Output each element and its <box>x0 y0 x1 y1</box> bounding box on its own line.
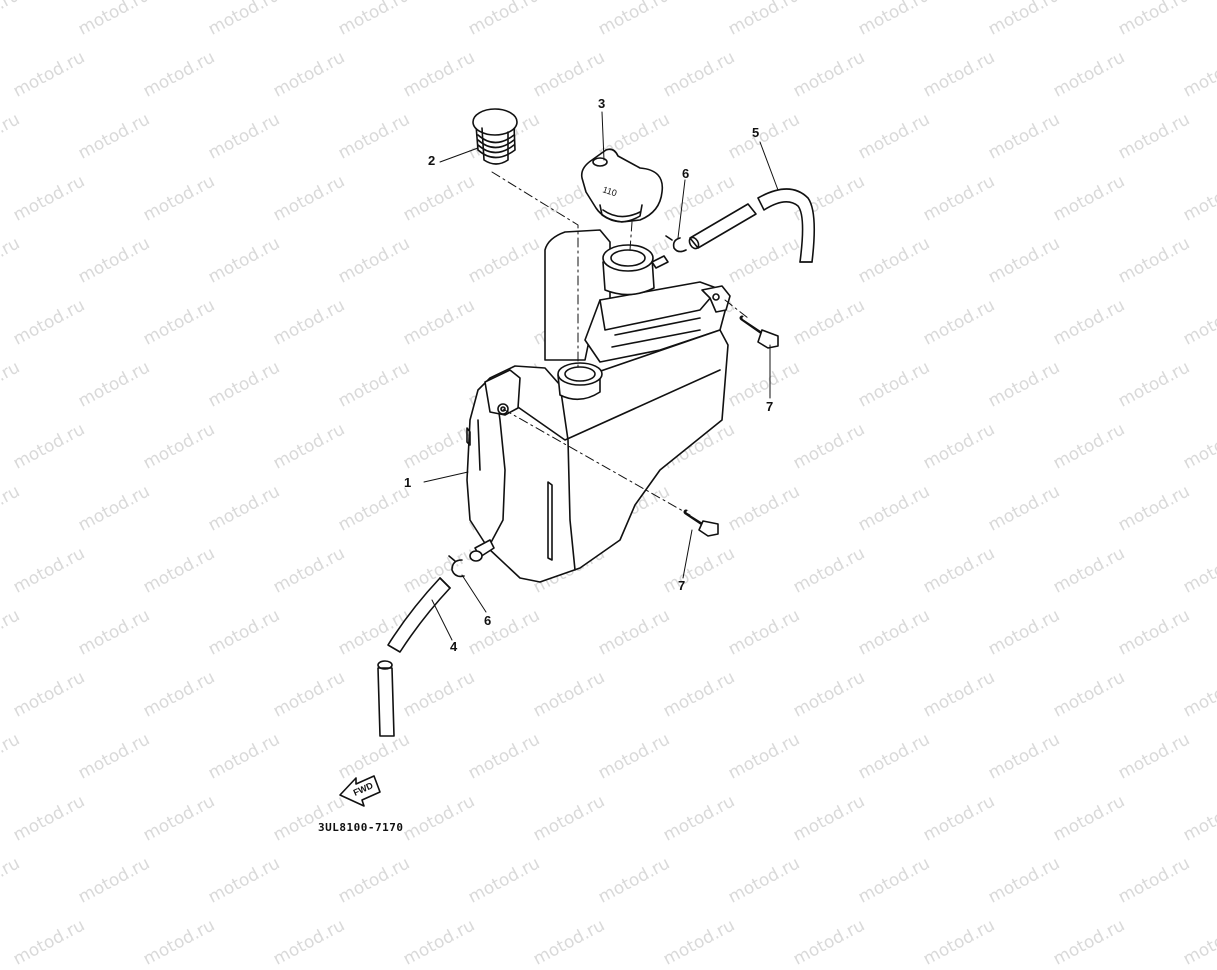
callout-bolt-upper: 7 <box>766 399 773 414</box>
callout-clip-upper: 6 <box>682 166 689 181</box>
bolt-lower <box>683 509 719 537</box>
watermark-text: motod.ru <box>920 915 999 970</box>
callout-plug: 2 <box>428 153 435 168</box>
watermark-text: motod.ru <box>270 915 349 970</box>
parts-diagram: 110 <box>339 96 816 807</box>
rubber-plug <box>472 108 518 165</box>
hose-clip-upper <box>665 235 687 253</box>
callout-bolt-lower: 7 <box>678 578 685 593</box>
callout-cap: 3 <box>598 96 605 111</box>
watermark-text: motod.ru <box>140 915 219 970</box>
watermark-text: motod.ru <box>660 915 739 970</box>
coolant-tank <box>466 229 731 583</box>
bolt-upper <box>739 315 779 349</box>
cap-text: 110 <box>601 184 618 198</box>
callout-hose-lower: 4 <box>450 639 458 654</box>
lower-hose <box>377 577 451 737</box>
watermark-text: motod.ru <box>1050 915 1129 970</box>
part-code: 3UL8100-7170 <box>318 821 404 834</box>
fwd-arrow-icon <box>339 775 381 807</box>
hose-clip-lower <box>448 555 465 578</box>
upper-hose <box>688 188 816 263</box>
assembly-lines <box>491 171 749 516</box>
radiator-cap <box>580 148 664 223</box>
watermark-text: motod.ru <box>530 915 609 970</box>
watermark-text: motod.ru <box>400 915 479 970</box>
callout-tank: 1 <box>404 475 411 490</box>
callout-clip-lower: 6 <box>484 613 491 628</box>
callout-hose-upper: 5 <box>752 125 759 140</box>
leader-lines <box>423 111 779 641</box>
watermark-text: motod.ru <box>1180 915 1217 970</box>
watermark-text: motod.ru <box>10 915 89 970</box>
watermark-text: motod.ru <box>790 915 869 970</box>
